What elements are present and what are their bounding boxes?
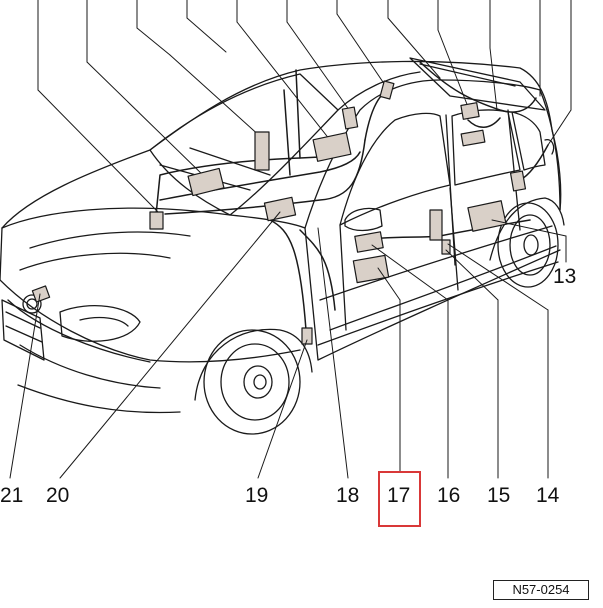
component-rear-roof (460, 102, 480, 120)
leader-19 (257, 339, 308, 479)
component-16-mirror-module (354, 231, 384, 253)
component-21-left-module (149, 211, 164, 230)
leader-18 (317, 227, 349, 479)
callout-13: 13 (553, 265, 577, 288)
car-body (0, 57, 565, 435)
callout-16: 16 (437, 484, 461, 507)
bottom-leader-lines (9, 211, 567, 479)
component-rear-roof-2 (460, 129, 486, 147)
components (31, 80, 527, 345)
component-17-door-module (352, 254, 390, 284)
component-13-rear-door-module (467, 200, 507, 232)
component-antenna-base (379, 80, 395, 100)
wiring-harness (154, 61, 549, 331)
component-dash-box (187, 167, 225, 197)
callout-21: 21 (0, 484, 24, 507)
callout-17: 17 (387, 484, 411, 507)
callout-18: 18 (336, 484, 360, 507)
callout-15: 15 (487, 484, 511, 507)
highlight-box-callout-17 (378, 471, 421, 527)
callout-20: 20 (46, 484, 70, 507)
callout-14: 14 (536, 484, 560, 507)
component-rear-pillar (509, 170, 527, 192)
component-horn (31, 285, 51, 303)
component-b-pillar-switch (429, 209, 443, 241)
component-20-instrument (263, 196, 297, 222)
component-15-connector (441, 239, 451, 255)
figure-reference-label: N57-0254 (493, 580, 589, 600)
leader-20 (59, 211, 281, 479)
top-leader-lines (37, 0, 572, 213)
leader-21 (9, 293, 41, 479)
component-roof-small (341, 106, 359, 130)
component-roof-box (312, 132, 352, 162)
callout-19: 19 (245, 484, 269, 507)
component-center-box (254, 131, 270, 171)
component-19-sill (301, 327, 313, 345)
